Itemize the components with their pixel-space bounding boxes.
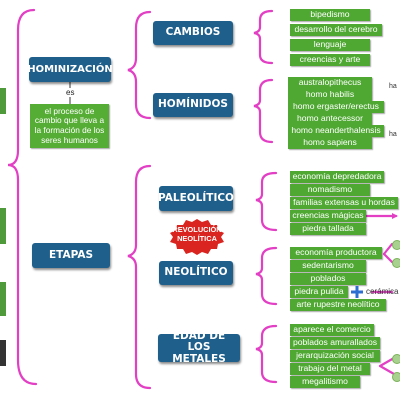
hominidos-side-label: ha xyxy=(389,131,397,138)
offscreen-box-edge xyxy=(0,340,6,366)
cambios-item[interactable]: desarrollo del cerebro xyxy=(290,24,382,36)
root-bracket xyxy=(7,8,38,386)
paleolitico-item[interactable]: economía depredadora xyxy=(290,171,384,183)
cambios-item[interactable]: creencias y arte xyxy=(290,54,370,66)
metales-item[interactable]: poblados amurallados xyxy=(290,337,380,349)
neolitico-bracket xyxy=(255,246,278,306)
metales-item[interactable]: aparece el comercio xyxy=(290,324,374,336)
etapas-box[interactable]: ETAPAS xyxy=(32,243,110,268)
paleolitico-item[interactable]: nomadismo xyxy=(290,184,370,196)
hominidos-bracket xyxy=(253,78,274,144)
metal-connector xyxy=(378,356,396,376)
offscreen-node xyxy=(392,372,400,382)
revolucion-neolitica-label: REVOLUCIÓN NEOLÍTICA xyxy=(172,225,222,243)
offscreen-box-edge xyxy=(0,88,6,114)
metales-box[interactable]: EDAD DE LOS METALES xyxy=(158,330,240,365)
hominidos-item[interactable]: australopithecus xyxy=(288,77,372,89)
cambios-bracket xyxy=(253,9,274,65)
hominidos-item[interactable]: homo sapiens xyxy=(288,137,372,149)
cambios-item[interactable]: lenguaje xyxy=(290,39,370,51)
cambios-item[interactable]: bipedismo xyxy=(290,9,370,21)
es-link-label: es xyxy=(64,88,77,97)
neolitico-side-label: cerámica xyxy=(366,287,399,296)
plus-icon xyxy=(351,286,363,298)
hominidos-box[interactable]: HOMÍNIDOS xyxy=(153,93,233,117)
hominizacion-description[interactable]: el proceso de cambio que lleva a la form… xyxy=(30,104,109,148)
metales-item[interactable]: megalitismo xyxy=(290,376,360,388)
neolitico-item[interactable]: economía productora xyxy=(290,247,382,259)
paleolitico-item[interactable]: familias extensas u hordas xyxy=(290,197,398,209)
paleolitico-bracket xyxy=(255,171,278,232)
economia-connector xyxy=(382,242,394,264)
neolitico-item[interactable]: piedra pulida xyxy=(290,286,348,298)
hominidos-item[interactable]: homo neanderthalensis xyxy=(288,125,384,137)
hominidos-item[interactable]: homo antecessor xyxy=(288,113,372,125)
hominizacion-bracket xyxy=(127,10,152,120)
etapas-bracket xyxy=(127,164,152,390)
neolitico-item[interactable]: sedentarismo xyxy=(290,260,366,272)
hominidos-side-label: ha xyxy=(389,83,397,90)
metales-item[interactable]: jerarquización social xyxy=(290,350,380,362)
arrow-head xyxy=(392,213,398,219)
offscreen-node xyxy=(392,258,400,268)
neolitico-item[interactable]: arte rupestre neolítico xyxy=(290,299,386,311)
hominizacion-box[interactable]: HOMINIZACIÓN xyxy=(27,57,113,82)
offscreen-node xyxy=(392,354,400,364)
hominidos-item[interactable]: homo ergaster/erectus xyxy=(288,101,384,113)
offscreen-box-edge xyxy=(0,208,6,244)
neolitico-box[interactable]: NEOLÍTICO xyxy=(159,261,233,285)
paleolitico-box[interactable]: PALEOLÍTICO xyxy=(158,186,234,211)
paleolitico-item[interactable]: creencias mágicas xyxy=(290,210,366,222)
offscreen-node xyxy=(392,240,400,250)
paleolitico-item[interactable]: piedra tallada xyxy=(290,223,366,235)
hominidos-item[interactable]: homo habilis xyxy=(288,89,372,101)
revolucion-neolitica-badge xyxy=(170,219,224,255)
offscreen-box-edge xyxy=(0,282,6,316)
cambios-box[interactable]: CAMBIOS xyxy=(153,21,233,45)
metales-bracket xyxy=(255,324,278,384)
neolitico-item[interactable]: poblados xyxy=(290,273,366,285)
metales-item[interactable]: trabajo del metal xyxy=(290,363,370,375)
